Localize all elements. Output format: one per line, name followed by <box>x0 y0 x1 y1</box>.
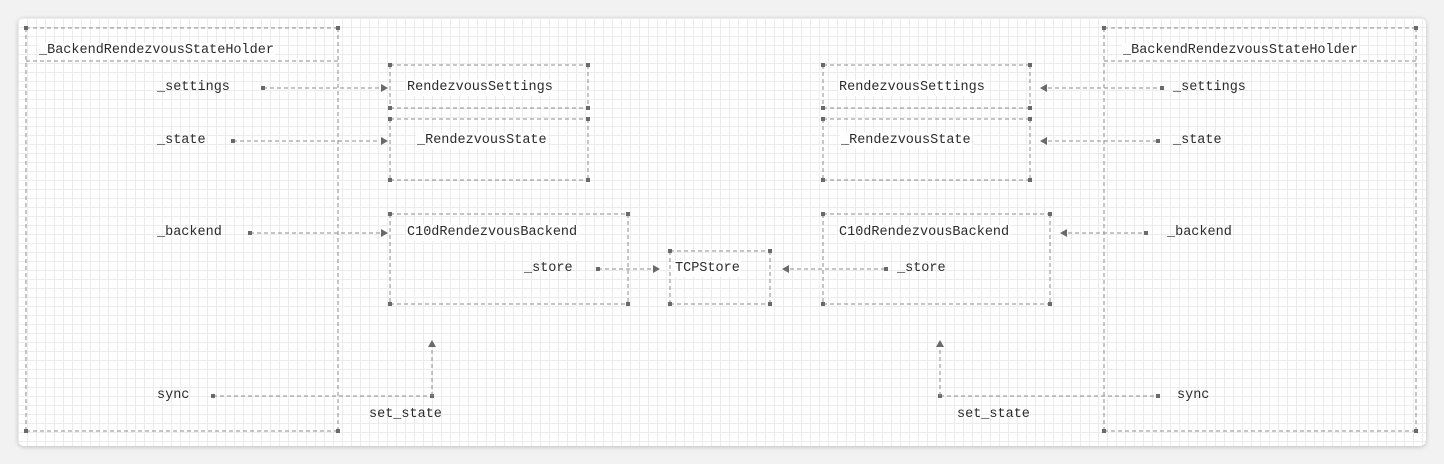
right-holder-box-corner-tl <box>1102 26 1106 30</box>
left-store-arrow <box>653 265 660 273</box>
left-holder-box-corner-br <box>336 429 340 433</box>
left-state-box-corner-br <box>586 178 590 182</box>
left-state-field: _state <box>157 133 206 148</box>
right-backend-box-corner-tr <box>1048 212 1052 216</box>
left-backend-arrow <box>381 229 388 237</box>
left-holder-title: _BackendRendezvousStateHolder <box>38 43 275 59</box>
right-backend-box-label: C10dRendezvousBackend <box>838 225 1011 241</box>
right-settings-box-corner-bl <box>821 106 825 110</box>
right-state-box-corner-bl <box>821 178 825 182</box>
left-backend-box-corner-bl <box>388 302 392 306</box>
tcpstore-box-corner-bl <box>668 302 672 306</box>
right-rendezvous-settings-box-label: RendezvousSettings <box>838 80 986 96</box>
right-settings-arrow <box>1040 84 1047 92</box>
right-state-plus <box>1156 139 1160 143</box>
tcpstore-box-corner-tl <box>668 249 672 253</box>
left-holder-box-corner-tl <box>24 26 28 30</box>
right-store-arrow <box>782 265 789 273</box>
right-state-box-corner-tr <box>1028 117 1032 121</box>
left-settings-box-corner-br <box>586 106 590 110</box>
right-state-field: _state <box>1173 133 1222 148</box>
right-store-plus <box>884 267 888 271</box>
left-state-box-corner-tr <box>586 117 590 121</box>
right-set-state-arrow <box>936 340 944 347</box>
right-store-field: _store <box>897 261 946 276</box>
right-rendezvous-state-box-label: _RendezvousState <box>840 133 972 149</box>
right-settings-box-corner-tr <box>1028 63 1032 67</box>
right-sync-field: sync <box>1177 388 1210 403</box>
left-holder-box-corner-tr <box>336 26 340 30</box>
right-holder-box-corner-tr <box>1414 26 1418 30</box>
left-backend-box-label: C10dRendezvousBackend <box>406 225 579 241</box>
ascii-diagram-lines <box>24 26 1418 433</box>
left-sync-plus <box>211 394 215 398</box>
diagram-canvas: _BackendRendezvousStateHolder _settings … <box>18 18 1426 446</box>
right-backend-box-corner-tl <box>821 212 825 216</box>
left-set-state-label: set_state <box>369 407 442 422</box>
right-state-box-corner-tl <box>821 117 825 121</box>
left-holder-box-corner-bl <box>24 429 28 433</box>
right-state-arrow <box>1040 137 1047 145</box>
left-settings-box-corner-tr <box>586 63 590 67</box>
left-settings-box-corner-bl <box>388 106 392 110</box>
left-state-box-corner-tl <box>388 117 392 121</box>
left-settings-plus <box>261 86 265 90</box>
left-settings-arrow <box>381 84 388 92</box>
left-settings-field: _settings <box>157 80 230 95</box>
left-state-arrow <box>381 137 388 145</box>
left-rendezvous-settings-box-label: RendezvousSettings <box>406 80 554 96</box>
left-backend-box-corner-tl <box>388 212 392 216</box>
left-rendezvous-state-box-label: _RendezvousState <box>416 133 548 149</box>
left-backend-field: _backend <box>157 225 222 240</box>
left-state-box-corner-bl <box>388 178 392 182</box>
left-backend-box-corner-tr <box>626 212 630 216</box>
right-state-box-corner-br <box>1028 178 1032 182</box>
right-holder-title: _BackendRendezvousStateHolder <box>1122 43 1359 59</box>
left-backend-box-corner-br <box>626 302 630 306</box>
right-settings-field: _settings <box>1173 80 1246 95</box>
right-settings-plus <box>1160 86 1164 90</box>
right-backend-box-corner-bl <box>821 302 825 306</box>
tcpstore-box-label: TCPStore <box>674 261 741 277</box>
right-settings-box-corner-tl <box>821 63 825 67</box>
right-backend-field: _backend <box>1167 225 1232 240</box>
left-settings-box-corner-tl <box>388 63 392 67</box>
right-holder-box-corner-br <box>1414 429 1418 433</box>
left-store-field: _store <box>524 261 573 276</box>
right-backend-arrow <box>1060 229 1067 237</box>
tcpstore-box-corner-tr <box>768 249 772 253</box>
right-backend-box-corner-br <box>1048 302 1052 306</box>
left-state-plus <box>231 139 235 143</box>
right-holder-box-corner-bl <box>1102 429 1106 433</box>
left-sync-field: sync <box>157 388 190 403</box>
right-settings-box-corner-br <box>1028 106 1032 110</box>
right-backend-plus <box>1144 231 1148 235</box>
tcpstore-box-corner-br <box>768 302 772 306</box>
left-set-state-arrow <box>428 340 436 347</box>
right-sync-plus <box>1156 394 1160 398</box>
right-set-state-label: set_state <box>957 407 1030 422</box>
left-store-plus <box>596 267 600 271</box>
left-backend-plus <box>248 231 252 235</box>
